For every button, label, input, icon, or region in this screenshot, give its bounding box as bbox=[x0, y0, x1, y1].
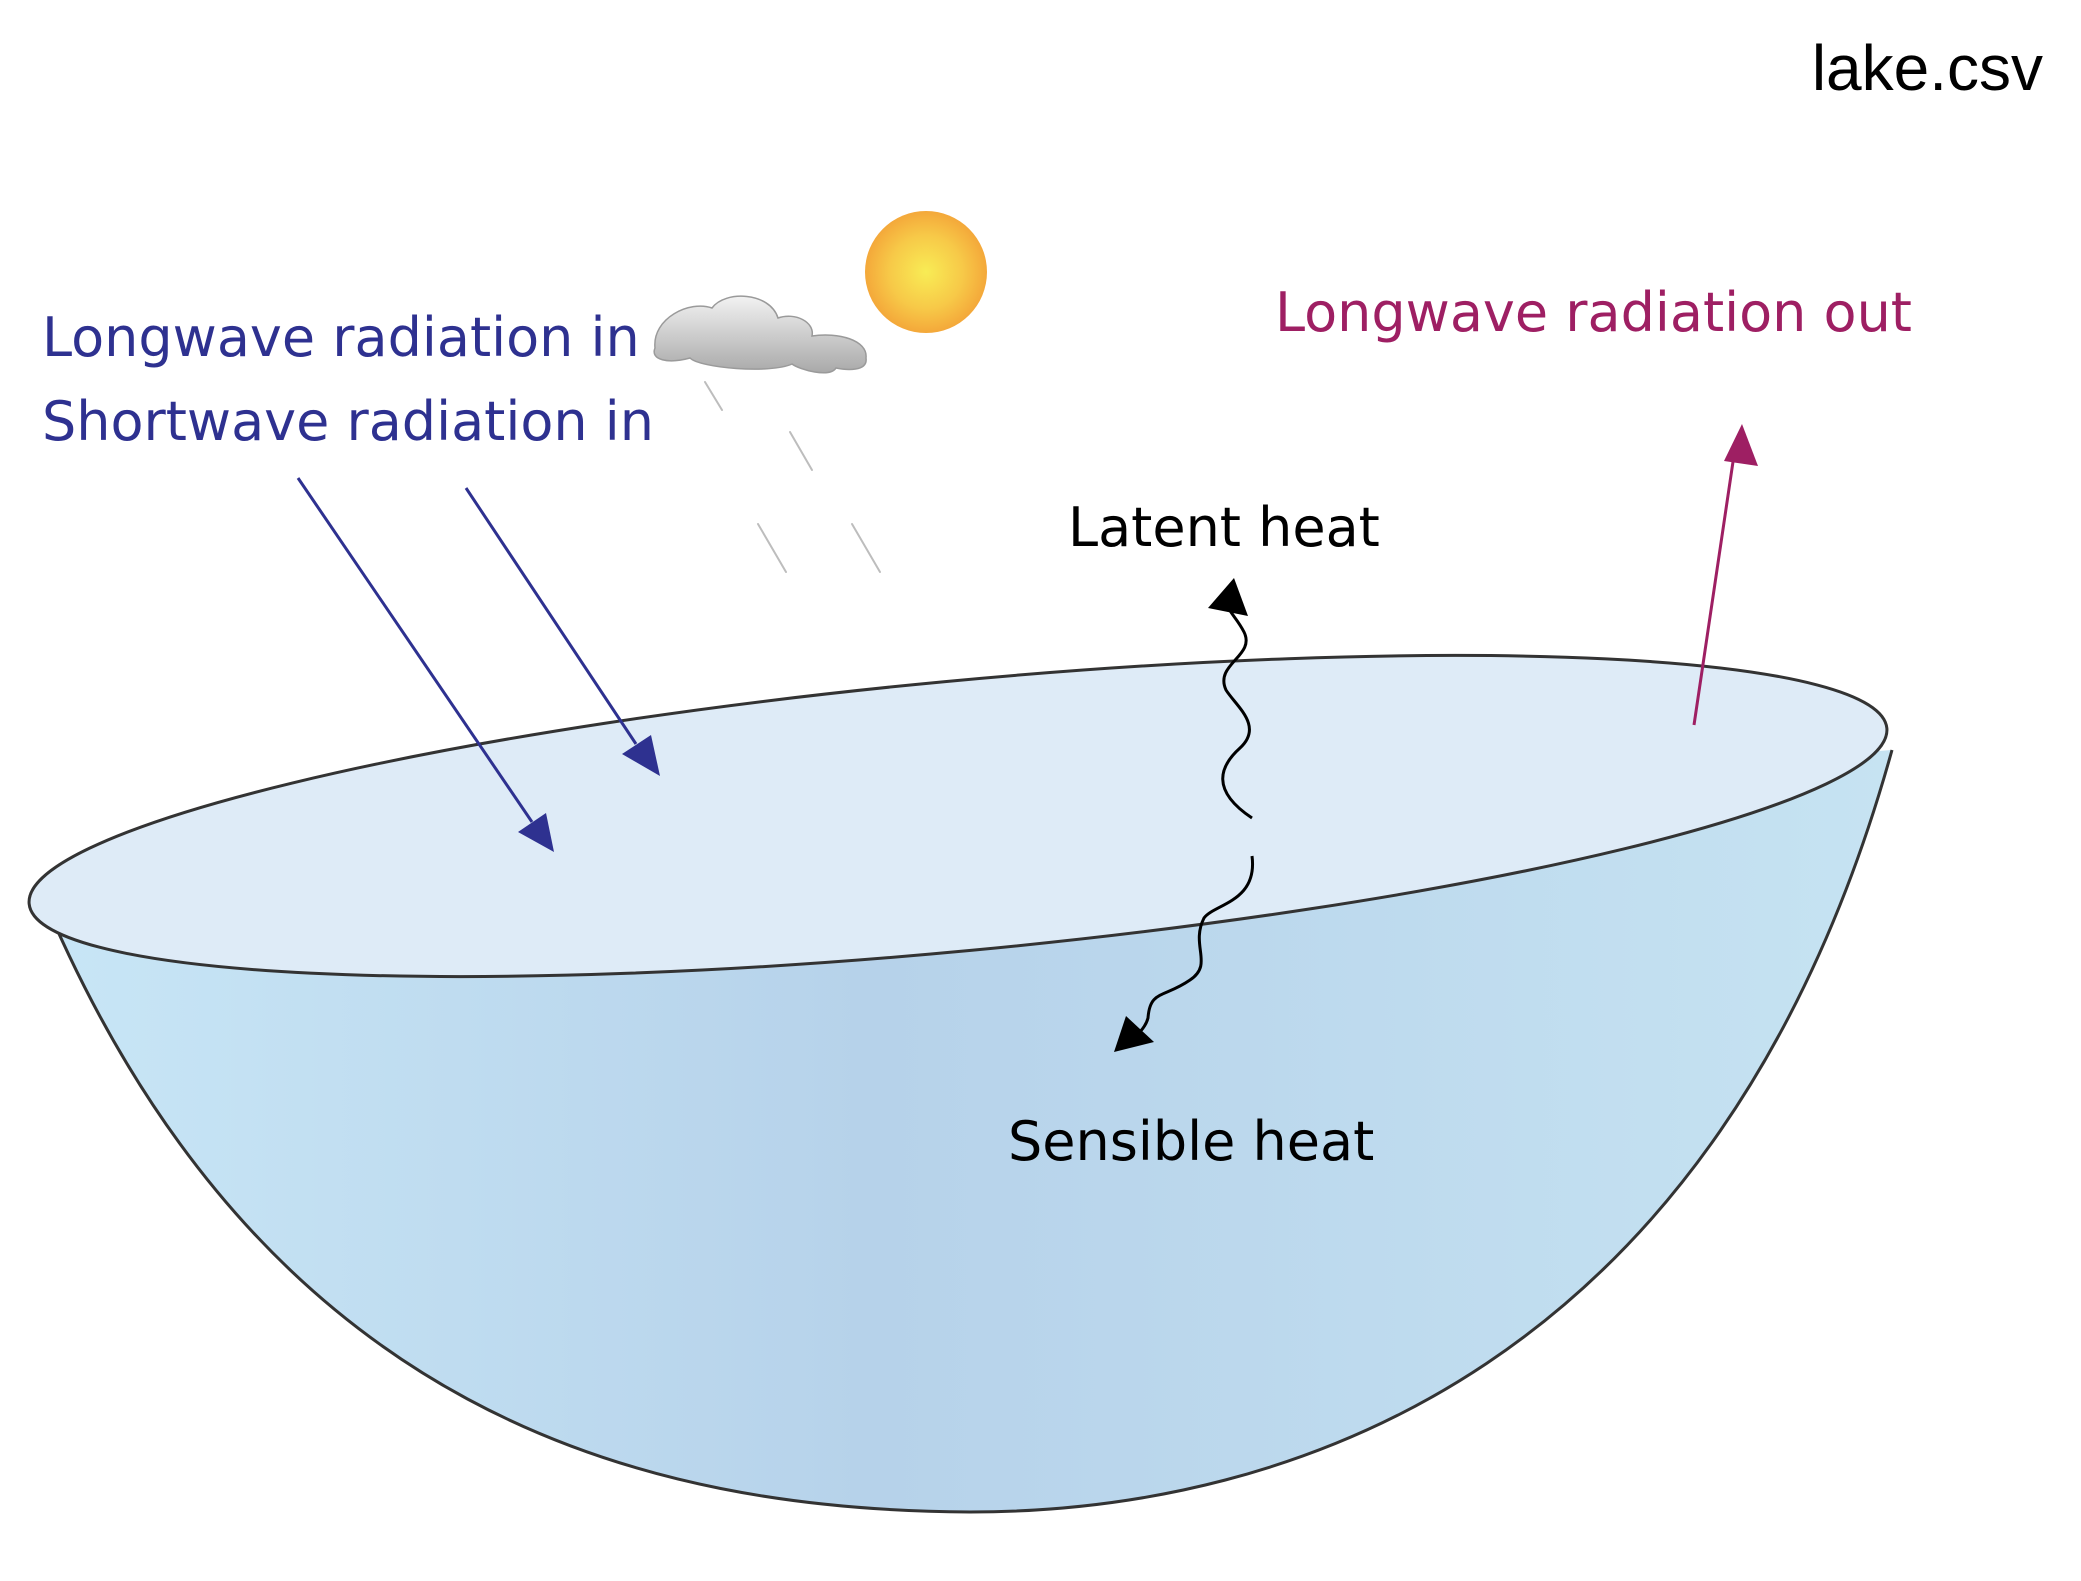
longwave-out-arrow bbox=[1692, 424, 1758, 726]
shortwave-in-arrow bbox=[464, 487, 660, 776]
shortwave-in-label: Shortwave radiation in bbox=[42, 390, 654, 453]
longwave-in-label: Longwave radiation in bbox=[42, 306, 640, 369]
latent-heat-arrow bbox=[1208, 578, 1253, 820]
rain-icon bbox=[704, 381, 881, 573]
lake-body-outline bbox=[38, 749, 1894, 1514]
file-label: lake.csv bbox=[1812, 32, 2043, 104]
lake-surface bbox=[27, 653, 1889, 979]
cloud-icon bbox=[653, 295, 867, 374]
longwave-out-label: Longwave radiation out bbox=[1275, 281, 1912, 344]
longwave-in-arrow bbox=[296, 477, 554, 852]
incoming-radiation-arrows bbox=[296, 477, 660, 852]
sensible-heat-arrow bbox=[1114, 855, 1254, 1052]
latent-heat-label: Latent heat bbox=[1068, 496, 1380, 559]
sensible-heat-label: Sensible heat bbox=[1008, 1110, 1374, 1173]
sun-icon bbox=[865, 211, 987, 333]
lake-bowl bbox=[27, 653, 1894, 1514]
